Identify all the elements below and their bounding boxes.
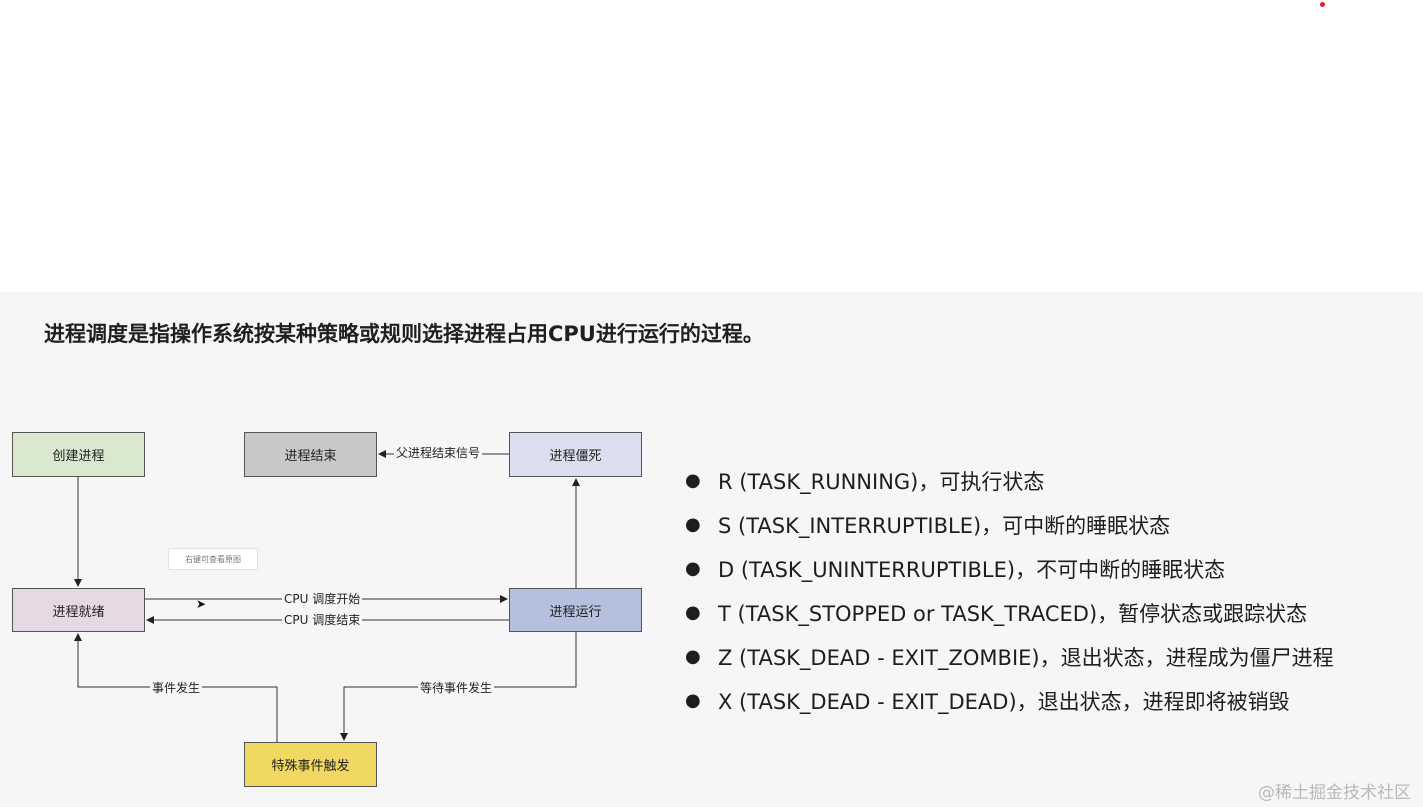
red-dot-marker (1320, 2, 1325, 7)
label-cpu-end: CPU 调度结束 (282, 611, 363, 628)
label-wait-event: 等待事件发生 (418, 679, 495, 696)
bullet-icon: ● (685, 646, 701, 667)
state-text: Z (TASK_DEAD - EXIT_ZOMBIE)，退出状态，进程成为僵尸进… (718, 646, 1334, 670)
state-text: D (TASK_UNINTERRUPTIBLE)，不可中断的睡眠状态 (718, 558, 1226, 582)
node-process-zombie: 进程僵死 (509, 432, 642, 477)
process-state-diagram: 创建进程 进程结束 进程僵死 进程就绪 进程运行 特殊事件触发 父进程结束信号 … (0, 420, 660, 807)
node-create-process: 创建进程 (12, 432, 145, 477)
state-text: S (TASK_INTERRUPTIBLE)，可中断的睡眠状态 (718, 514, 1171, 538)
blank-top-area (0, 0, 1423, 292)
bullet-icon: ● (685, 470, 701, 491)
bullet-icon: ● (685, 602, 701, 623)
mouse-cursor-icon: ➤ (196, 597, 207, 611)
state-text: T (TASK_STOPPED or TASK_TRACED)，暂停状态或跟踪状… (718, 602, 1308, 626)
node-process-running: 进程运行 (509, 588, 642, 632)
state-text: R (TASK_RUNNING)，可执行状态 (718, 470, 1045, 494)
list-item: ● R (TASK_RUNNING)，可执行状态 (680, 466, 1334, 510)
process-states-list: ● R (TASK_RUNNING)，可执行状态 ● S (TASK_INTERRU… (680, 466, 1334, 730)
node-process-ready: 进程就绪 (12, 588, 145, 632)
list-item: ● D (TASK_UNINTERRUPTIBLE)，不可中断的睡眠状态 (680, 554, 1334, 598)
list-item: ● S (TASK_INTERRUPTIBLE)，可中断的睡眠状态 (680, 510, 1334, 554)
page-title: 进程调度是指操作系统按某种策略或规则选择进程占用CPU进行运行的过程。 (44, 322, 764, 346)
image-tooltip: 右键可查看原图 (168, 548, 258, 570)
list-item: ● T (TASK_STOPPED or TASK_TRACED)，暂停状态或跟踪… (680, 598, 1334, 642)
label-event-occurs: 事件发生 (150, 679, 203, 696)
label-parent-signal: 父进程结束信号 (394, 444, 483, 461)
list-item: ● Z (TASK_DEAD - EXIT_ZOMBIE)，退出状态，进程成为僵尸… (680, 642, 1334, 686)
list-item: ● X (TASK_DEAD - EXIT_DEAD)，退出状态，进程即将被销毁 (680, 686, 1334, 730)
bullet-icon: ● (685, 690, 701, 711)
bullet-icon: ● (685, 558, 701, 579)
node-process-end: 进程结束 (244, 432, 377, 477)
node-special-event: 特殊事件触发 (244, 742, 377, 787)
label-cpu-start: CPU 调度开始 (282, 590, 363, 607)
watermark: @稀土掘金技术社区 (1258, 783, 1411, 803)
state-text: X (TASK_DEAD - EXIT_DEAD)，退出状态，进程即将被销毁 (718, 690, 1290, 714)
bullet-icon: ● (685, 514, 701, 535)
